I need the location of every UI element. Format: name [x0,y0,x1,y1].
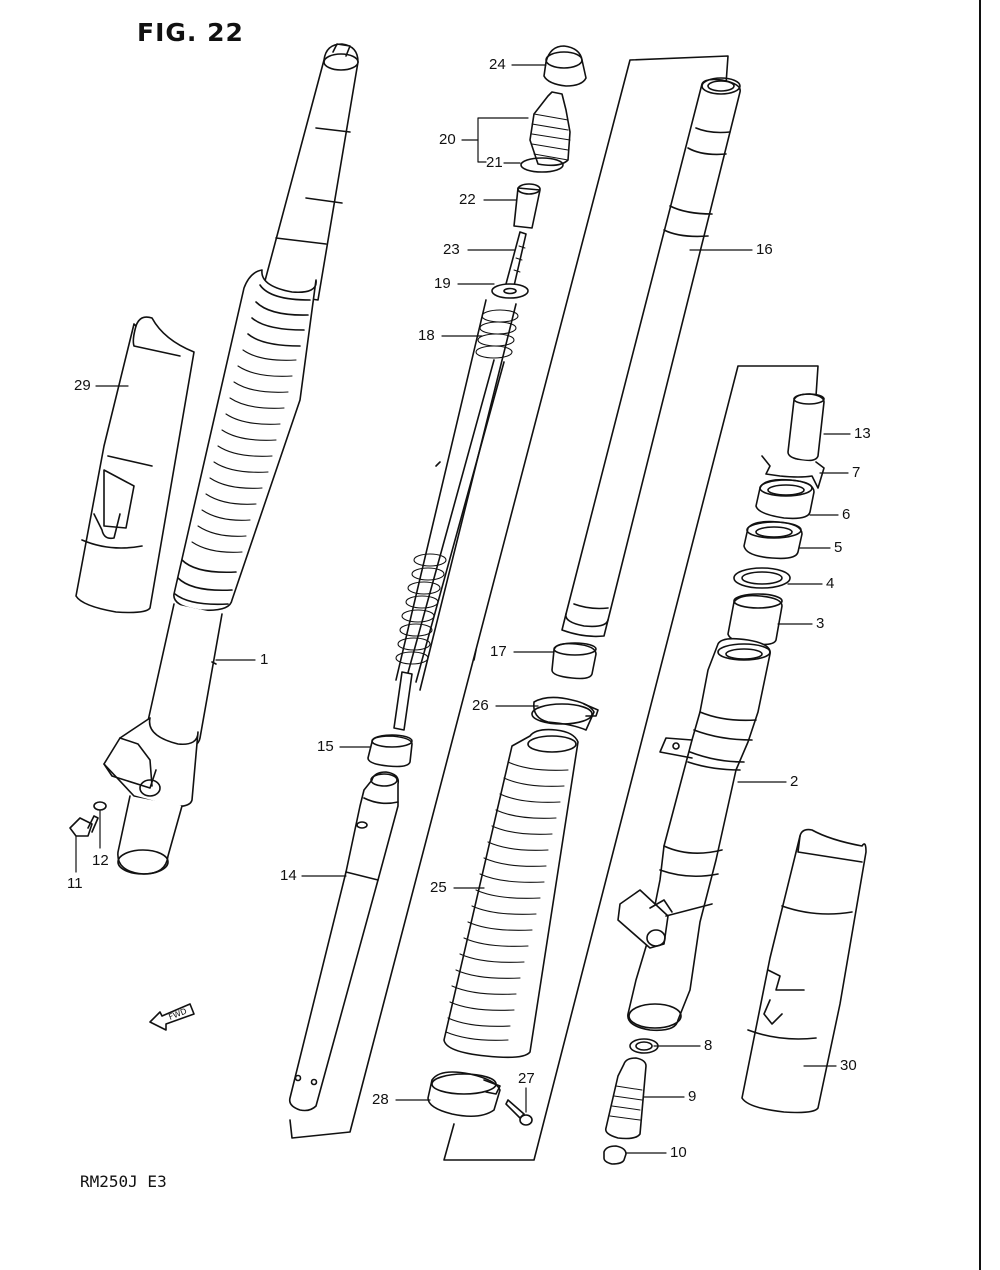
callout-24: 24 [489,56,506,73]
exploded-bracket [290,56,728,1138]
callout-10: 10 [670,1144,687,1161]
part-21-o-ring [521,158,563,172]
callout-22: 22 [459,191,476,208]
part-15-ring [368,735,412,767]
callout-17: 17 [490,643,507,660]
part-5-washer [744,522,802,559]
part-13-tube [788,394,824,461]
part-29-fork-guard [76,317,194,613]
callout-16: 16 [756,241,773,258]
part-9-damper-bolt [606,1058,646,1139]
part-26-boot-clamp [532,697,598,730]
callout-15: 15 [317,738,334,755]
figure-title: FIG. 22 [137,18,244,47]
callout-12: 12 [92,852,109,869]
part-12-washer [94,802,106,810]
callout-30: 30 [840,1057,857,1074]
part-20-cap-bolt [530,92,570,165]
callout-20: 20 [439,131,456,148]
fwd-arrow-icon [150,1004,194,1030]
callout-3: 3 [816,615,825,632]
part-24-cap [544,46,586,86]
callout-5: 5 [834,539,843,556]
part-23-damper-rod-end [506,232,526,286]
callout-27: 27 [518,1070,535,1087]
callout-4: 4 [826,575,835,592]
callout-14: 14 [280,867,297,884]
part-22-spacer [514,184,540,228]
callout-1: 1 [260,651,269,668]
part-6-oil-seal [756,480,814,519]
exploded-bracket-lower [444,366,818,1160]
callout-11: 11 [67,875,83,892]
part-10-gasket [604,1146,626,1164]
part-8-gasket [630,1039,658,1053]
part-1-front-fork-assembly [104,44,358,874]
callout-2: 2 [790,773,799,790]
model-code: RM250J E3 [80,1172,167,1191]
part-19-washer [492,284,528,298]
part-7-clip [762,456,824,488]
part-16-inner-tube [562,78,740,636]
callout-21: 21 [486,154,503,171]
part-30-fork-guard [742,830,866,1113]
leader-lines [76,65,850,1153]
part-27-screw [506,1100,532,1125]
callout-29: 29 [74,377,91,394]
callout-28: 28 [372,1091,389,1108]
callout-18: 18 [418,327,435,344]
part-4-snap-ring [734,568,790,588]
part-28-boot-clamp [428,1072,500,1116]
callout-9: 9 [688,1088,697,1105]
callout-7: 7 [852,464,861,481]
axis-mark [436,462,440,466]
callout-6: 6 [842,506,851,523]
part-25-fork-boot [444,730,578,1058]
callout-23: 23 [443,241,460,258]
part-11-bolt [70,816,98,836]
part-18-fork-spring [394,300,518,730]
callout-26: 26 [472,697,489,714]
part-14-damper-cylinder [290,772,399,1111]
leader-20 [478,118,528,162]
part-17-bushing [552,643,596,679]
part-2-outer-tube [618,639,770,1031]
callout-13: 13 [854,425,871,442]
part-3-guide-bushing [728,594,782,645]
callout-25: 25 [430,879,447,896]
callout-19: 19 [434,275,451,292]
callout-8: 8 [704,1037,713,1054]
